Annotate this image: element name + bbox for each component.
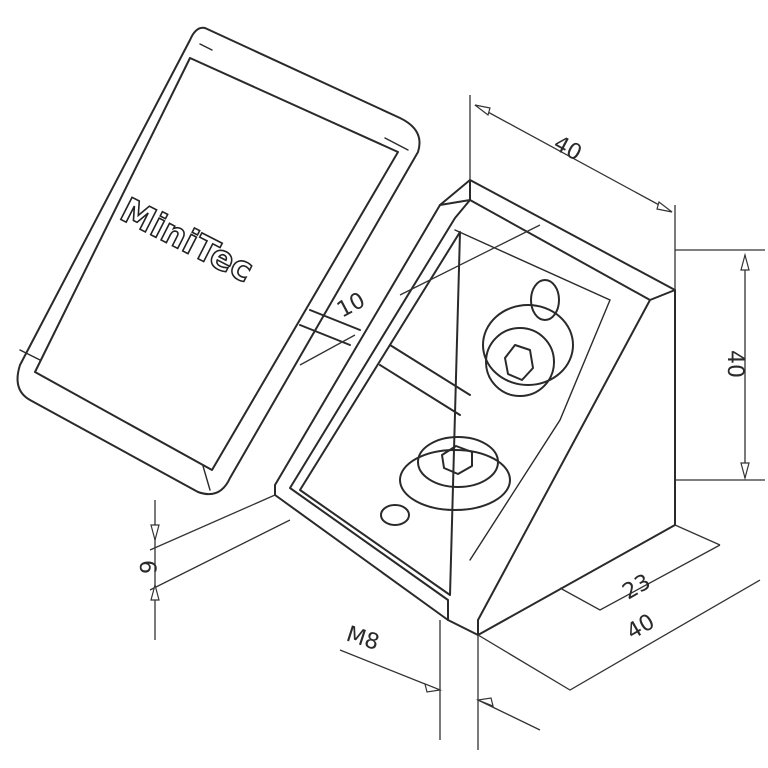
minitec-logo: MiniTec [114, 190, 260, 291]
dim-slot: 10 [333, 288, 369, 323]
arrow [150, 582, 160, 601]
dim-depth: 40 [623, 610, 660, 646]
arrow [475, 697, 494, 707]
dim-height: 40 [722, 350, 747, 378]
cover-cap: MiniTec [16, 26, 421, 496]
arrow [424, 683, 443, 693]
lower-screw [380, 436, 511, 526]
upper-screw [482, 279, 574, 397]
arrow [150, 524, 160, 543]
arrow [740, 252, 750, 271]
dim-thickness: 6 [134, 560, 159, 574]
arrow [740, 462, 750, 481]
arrow [656, 200, 673, 213]
dim-bolt: M8 [343, 622, 382, 656]
dim-depth-inner: 23 [619, 570, 656, 606]
arrow [474, 104, 491, 117]
dim-top-width: 40 [549, 131, 585, 166]
dimension-lines [149, 95, 765, 750]
angle-bracket [274, 179, 676, 636]
